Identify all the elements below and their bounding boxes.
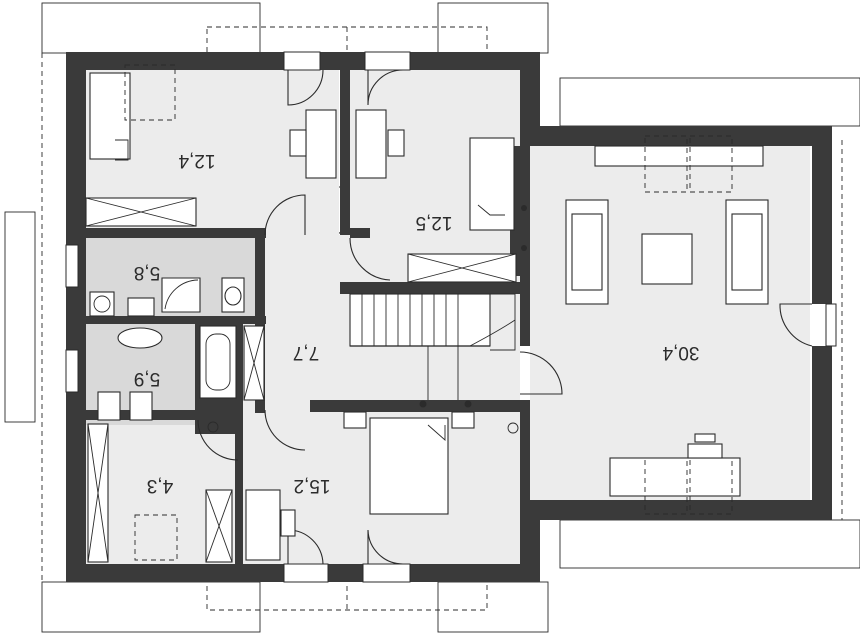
living-room-furniture [565,135,769,515]
bedroom-ne-furniture [355,109,527,283]
windows [65,51,837,583]
room-area-label-dressing-room: 4,3 [147,475,173,496]
room-area-label-hall: 7,7 [293,342,319,363]
room-area-label-bathroom-lower: 5,9 [134,368,160,389]
bathroom-upper-fixtures [89,277,245,317]
room-area-label-bathroom-upper: 5,8 [134,262,160,283]
room-area-label-living-room: 30,4 [662,342,699,363]
bathroom-lower-fixtures [97,325,265,433]
room-area-label-bedroom-ne: 12,5 [416,212,453,233]
room-area-label-bedroom-nw: 12,4 [178,150,215,171]
staircase [349,293,516,400]
room-area-label-bedroom-south: 15,2 [294,475,331,496]
walls [66,52,832,582]
south-rooms-furniture [87,400,519,563]
bedroom-nw-furniture [85,64,337,227]
room-labels: 12,4 12,5 5,8 5,9 7,7 30,4 4,3 15,2 [134,150,700,496]
